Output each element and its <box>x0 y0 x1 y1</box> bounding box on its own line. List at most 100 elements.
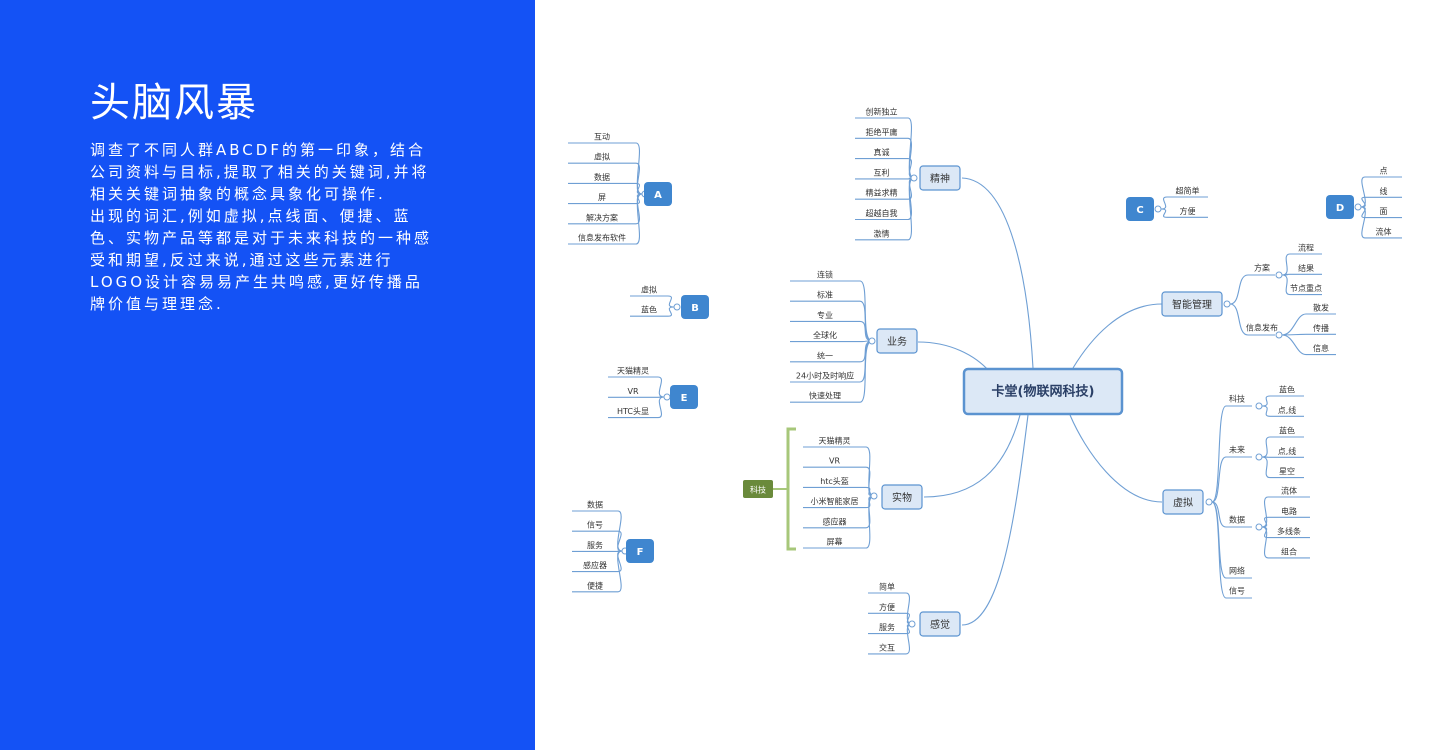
zhineng-sub-1: 信息发布 <box>1246 323 1278 333</box>
zhineng-toggle-icon[interactable] <box>1223 300 1231 308</box>
yewu-item: 全球化 <box>813 330 837 340</box>
shiwu-connector <box>803 446 875 497</box>
group-d-item: 线 <box>1380 186 1388 196</box>
description-paragraph-1: 调查了不同人群ABCDF的第一印象，结合 公司资料与目标,提取了相关的关键词,并… <box>90 141 430 203</box>
shiwu-item: 天猫精灵 <box>819 436 851 446</box>
xuni-shuju-item: 多线条 <box>1277 526 1301 536</box>
summary-tag-label: 科技 <box>750 485 766 495</box>
shiwu-toggle-icon[interactable] <box>870 492 878 500</box>
branch-zhineng[interactable] <box>1161 291 1223 317</box>
xuni-sub-4: 信号 <box>1229 586 1245 596</box>
jingshen-toggle-icon[interactable] <box>910 174 918 182</box>
zhineng-xinxi-item: 传播 <box>1313 323 1329 333</box>
zhineng-fangan-connector <box>1281 253 1322 276</box>
group-f-item: 便捷 <box>587 580 603 590</box>
group-d-item: 点 <box>1380 167 1388 176</box>
group-e-item: 天猫精灵 <box>617 366 649 376</box>
description-paragraph-2: 出现的词汇,例如虚拟,点线面、便捷、蓝 色、实物产品等都是对于未来科技的一种感 … <box>90 207 433 313</box>
xuni-weilai-item: 点,线 <box>1278 446 1297 456</box>
group-b-toggle-icon[interactable] <box>673 303 681 311</box>
yewu-item: 专业 <box>817 310 833 320</box>
group-a-item: 信息发布软件 <box>578 233 626 243</box>
group-e-badge[interactable] <box>670 385 698 409</box>
jingshen-connector <box>855 177 915 180</box>
xuni-sub-toggle-icon[interactable] <box>1255 523 1263 531</box>
branch-shiwu-label: 实物 <box>892 491 912 504</box>
branch-connector-yewu <box>917 341 991 373</box>
group-a-badge-label: A <box>654 190 662 201</box>
yewu-item: 快速处理 <box>809 391 841 401</box>
group-c-badge-label: C <box>1136 205 1143 216</box>
group-f-badge-label: F <box>637 547 644 558</box>
zhineng-sub-toggle-icon[interactable] <box>1275 331 1283 339</box>
xuni-shuju-item: 电路 <box>1281 506 1297 516</box>
branch-jingshen[interactable] <box>919 165 961 191</box>
ganjue-toggle-icon[interactable] <box>908 620 916 628</box>
jingshen-item: 拒绝平庸 <box>866 127 898 137</box>
shiwu-connector <box>803 486 875 497</box>
mind-map: 卡堂(物联网科技)创新独立拒绝平庸真诚互利精益求精超越自我激情精神连锁标准专业全… <box>568 107 1402 655</box>
xuni-weilai-item: 蓝色 <box>1279 426 1295 436</box>
xuni-weilai-connector <box>1261 436 1304 458</box>
group-f-item: 信号 <box>587 520 603 530</box>
zhineng-xinxi-connector <box>1281 334 1336 356</box>
branch-xuni-label: 虚拟 <box>1173 496 1193 509</box>
group-e-badge-label: E <box>681 393 688 404</box>
jingshen-item: 互利 <box>874 167 890 177</box>
yewu-toggle-icon[interactable] <box>868 337 876 345</box>
xuni-sub-toggle-icon[interactable] <box>1255 453 1263 461</box>
zhineng-sub-0: 方案 <box>1254 263 1270 273</box>
branch-ganjue[interactable] <box>919 611 961 637</box>
yewu-item: 24小时及时响应 <box>796 371 854 381</box>
branch-yewu-label: 业务 <box>887 335 907 348</box>
xuni-toggle-icon[interactable] <box>1205 498 1213 506</box>
xuni-weilai-item: 星空 <box>1279 466 1295 476</box>
zhineng-fangan-item: 结果 <box>1298 263 1314 273</box>
group-d-toggle-icon[interactable] <box>1354 203 1362 211</box>
summary-tag[interactable] <box>743 480 773 498</box>
xuni-keji-item: 点,线 <box>1278 405 1297 415</box>
group-f-badge[interactable] <box>626 539 654 563</box>
xuni-sub-toggle-icon[interactable] <box>1255 402 1263 410</box>
ganjue-item: 交互 <box>879 642 895 652</box>
branch-shiwu[interactable] <box>881 484 923 510</box>
group-b-badge[interactable] <box>681 295 709 319</box>
yewu-item: 统一 <box>817 350 833 360</box>
group-d-connector <box>1360 176 1402 208</box>
group-b-connector <box>630 306 675 317</box>
branch-xuni[interactable] <box>1162 489 1204 515</box>
shiwu-item: VR <box>829 457 840 466</box>
zhineng-xinxi-item: 散发 <box>1313 303 1329 313</box>
xuni-keji-connector <box>1261 395 1304 407</box>
yewu-connector <box>790 280 873 342</box>
jingshen-item: 创新独立 <box>866 107 898 117</box>
branch-yewu[interactable] <box>876 328 918 354</box>
group-b-connector <box>630 295 675 308</box>
description: 调查了不同人群ABCDF的第一印象，结合 公司资料与目标,提取了相关的关键词,并… <box>90 139 480 315</box>
shiwu-item: 屏幕 <box>827 537 843 547</box>
zhineng-sub-toggle-icon[interactable] <box>1275 271 1283 279</box>
xuni-shuju-connector <box>1261 496 1310 528</box>
ganjue-item: 简单 <box>879 582 895 592</box>
group-a-item: 互动 <box>594 132 610 142</box>
group-c-toggle-icon[interactable] <box>1154 205 1162 213</box>
xuni-weilai-connector <box>1261 456 1304 479</box>
jingshen-item: 激情 <box>874 228 890 238</box>
ganjue-item: 方便 <box>879 602 895 612</box>
xuni-keji-connector <box>1261 405 1304 417</box>
group-a-connector <box>568 142 643 195</box>
group-a-badge[interactable] <box>644 182 672 206</box>
branch-connector-shiwu <box>923 414 1021 498</box>
xuni-shuju-connector <box>1261 516 1310 528</box>
group-a-connector <box>568 182 643 195</box>
root-node[interactable] <box>962 367 1124 416</box>
group-c-badge[interactable] <box>1126 197 1154 221</box>
zhineng-fangan-connector <box>1281 273 1322 276</box>
group-e-toggle-icon[interactable] <box>663 393 671 401</box>
group-d-connector <box>1360 196 1402 208</box>
group-d-badge[interactable] <box>1326 195 1354 219</box>
group-b-item: 虚拟 <box>641 285 657 295</box>
summary-bracket <box>786 427 796 551</box>
jingshen-item: 超越自我 <box>866 208 898 218</box>
xuni-shuju-item: 组合 <box>1281 546 1297 556</box>
